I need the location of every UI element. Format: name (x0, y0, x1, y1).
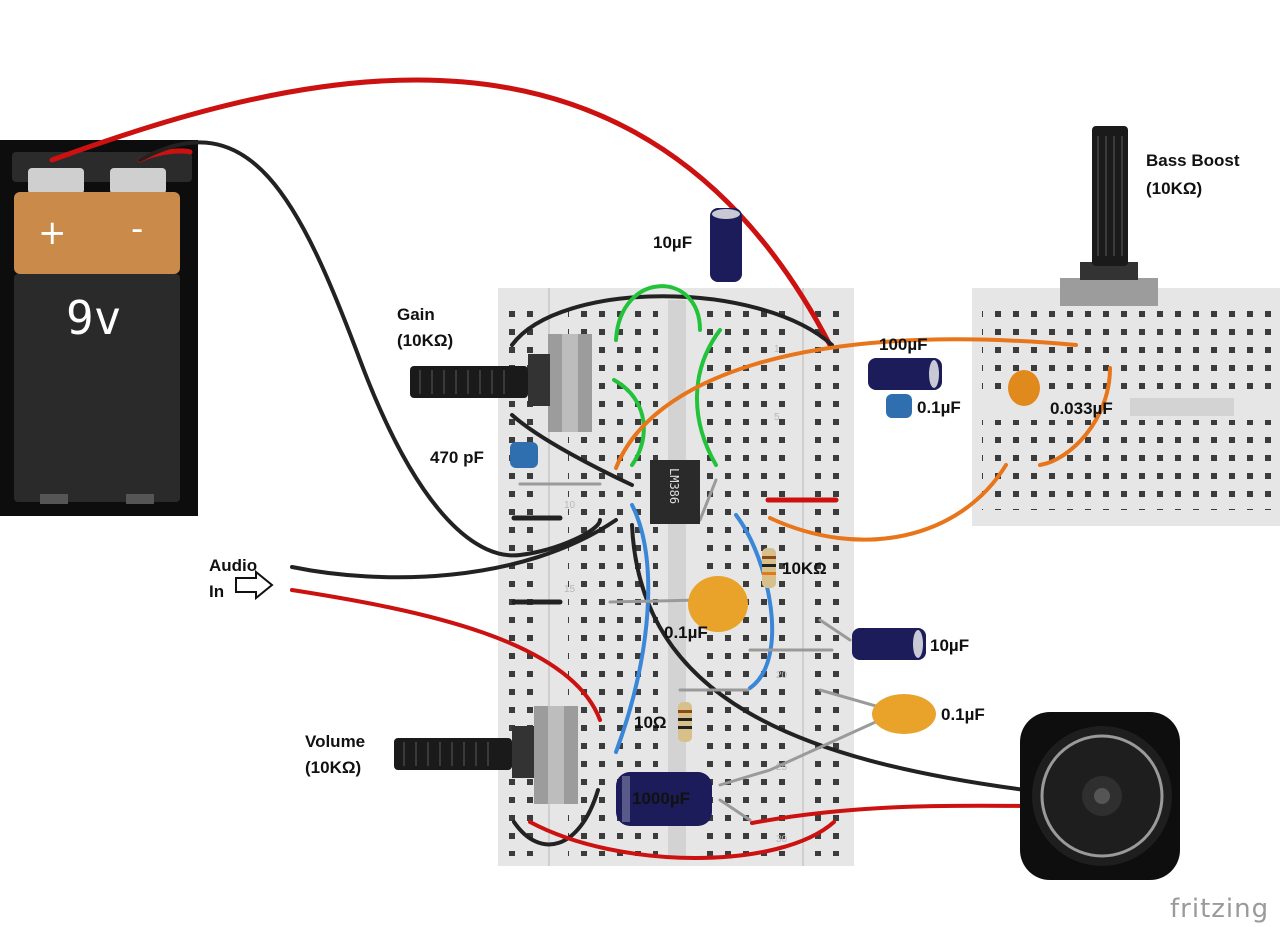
wire-blue-left (614, 503, 651, 754)
row-number-25: 25 (776, 762, 788, 773)
label-cap-01uf-b: 0.1µF (664, 623, 708, 642)
battery-voltage-label: 9v (66, 291, 121, 345)
row-number-1: 1 (774, 344, 780, 355)
wire-speaker-negative (630, 523, 1027, 792)
capacitor-tantalum-0.1uf-right (872, 694, 936, 734)
wire-orange-bass-mid (1038, 366, 1112, 467)
gain-potentiometer[interactable] (410, 334, 592, 432)
label-bass-boost-value: (10KΩ) (1146, 179, 1202, 198)
label-cap-100uf: 100µF (879, 335, 928, 354)
wire-green-top (614, 284, 702, 342)
audio-in-arrow-icon (235, 569, 274, 601)
battery-plus-sign: + (38, 213, 67, 253)
ic-part-label: LM386 (667, 468, 681, 504)
wire-blue-right (734, 513, 775, 690)
wire-orange-bass-bottom (768, 463, 1008, 542)
label-gain-value: (10KΩ) (397, 331, 453, 350)
capacitor-ceramic-470pf (510, 442, 538, 468)
wire-ground-short (518, 518, 602, 557)
secondary-breadboard (972, 288, 1280, 526)
row-number-10: 10 (564, 500, 576, 511)
row-number-30: 30 (776, 834, 788, 845)
capacitor-ceramic-0.033uf (1008, 370, 1040, 406)
component-leads (518, 478, 892, 822)
capacitor-tantalum-0.1uf-middle (688, 576, 748, 632)
wire-bottom-power (528, 820, 836, 860)
volume-potentiometer[interactable] (394, 706, 578, 804)
label-cap-01uf-c: 0.1µF (941, 705, 985, 724)
capacitor-ceramic-0.1uf (886, 394, 912, 418)
label-cap-0033uf: 0.033µF (1050, 399, 1113, 418)
speaker (1020, 712, 1180, 880)
wire-audio-in-signal (290, 588, 602, 722)
capacitor-1000uf (616, 772, 712, 826)
wires (49, 77, 1112, 860)
battery-9v: + - 9v (0, 140, 198, 516)
label-bass-boost: Bass Boost (1146, 151, 1240, 170)
lm386-chip: LM386 (650, 460, 700, 524)
capacitor-10uf-right (852, 628, 926, 660)
wire-audio-in-ground (290, 518, 618, 580)
label-cap-470pf: 470 pF (430, 448, 484, 467)
capacitor-10uf-top (710, 208, 742, 282)
label-audio: Audio (209, 556, 257, 575)
label-cap-10uf-right: 10µF (930, 636, 969, 655)
wire-green-right (695, 328, 722, 467)
row-number-15: 15 (564, 584, 576, 595)
label-gain: Gain (397, 305, 435, 324)
label-cap-01uf-a: 0.1µF (917, 398, 961, 417)
wire-battery-negative (138, 140, 522, 558)
battery-positive-terminal (28, 168, 84, 194)
capacitor-100uf (868, 358, 942, 390)
label-volume: Volume (305, 732, 365, 751)
wire-orange-bass-top (614, 337, 1078, 470)
label-volume-value: (10KΩ) (305, 758, 361, 777)
wire-ground-bridge (510, 294, 834, 347)
resistor-10-ohm (678, 702, 692, 742)
wire-speaker-positive (750, 803, 1027, 825)
label-cap-10uf-top: 10µF (653, 233, 692, 252)
wire-green-gain (612, 378, 646, 467)
wire-volume-ground (512, 788, 600, 847)
label-res-10-ohm: 10Ω (634, 713, 667, 732)
label-in: In (209, 582, 224, 601)
battery-negative-terminal (110, 168, 166, 194)
labels: Gain (10KΩ) Volume (10KΩ) Bass Boost (10… (209, 151, 1269, 924)
label-cap-1000uf: 1000µF (632, 789, 690, 808)
fritzing-logo: fritzing (1170, 894, 1269, 924)
bass-boost-potentiometer[interactable] (1060, 126, 1158, 306)
label-res-10k: 10KΩ (782, 559, 827, 578)
battery-minus-sign: - (131, 209, 143, 249)
row-number-5: 5 (774, 412, 780, 423)
resistor-10k (762, 548, 776, 588)
wire-gain-to-ic (510, 413, 634, 487)
bass-boost-knob[interactable] (1092, 126, 1128, 266)
row-number-20: 20 (776, 670, 788, 681)
